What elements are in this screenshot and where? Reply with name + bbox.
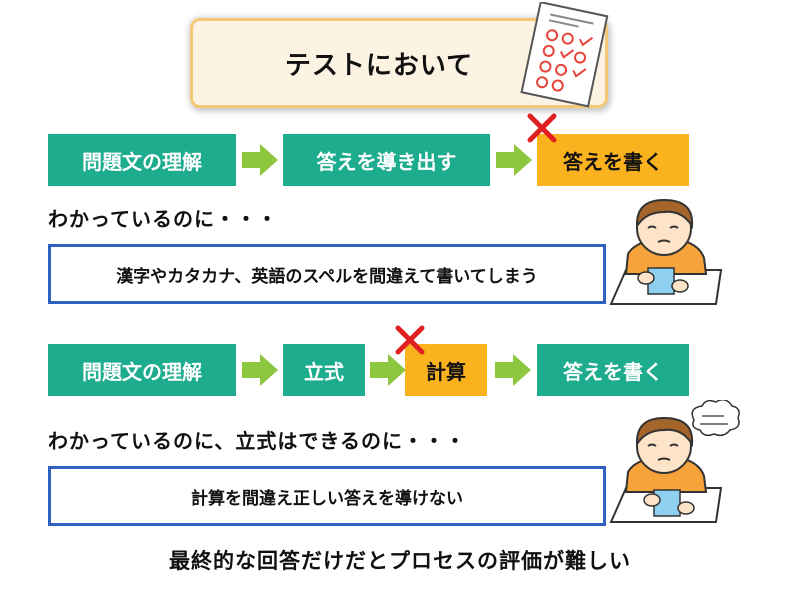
child-writing-icon xyxy=(609,198,723,305)
flow2-note: 計算を間違え正しい答えを導けない xyxy=(48,466,606,526)
flow2-step-calculation: 計算 xyxy=(405,344,487,396)
flow1-step-write: 答えを書く xyxy=(537,134,689,186)
arrow-right-icon xyxy=(242,354,278,386)
flow1-note: 漢字やカタカナ、英語のスペルを間違えて書いてしまう xyxy=(48,244,606,304)
flow1-step-understanding: 問題文の理解 xyxy=(48,134,236,186)
arrow-right-icon xyxy=(495,354,531,386)
cross-icon xyxy=(527,113,557,143)
flow1-step-derive: 答えを導き出す xyxy=(283,134,490,186)
flow2-step-understanding: 問題文の理解 xyxy=(48,344,236,396)
thought-bubble-icon xyxy=(691,400,740,437)
flow2-step-write: 答えを書く xyxy=(537,344,689,396)
test-paper-icon xyxy=(520,2,609,108)
cross-icon xyxy=(395,325,425,355)
arrow-right-icon xyxy=(242,144,278,176)
flow2-step-formula: 立式 xyxy=(283,344,365,396)
arrow-right-icon xyxy=(496,144,532,176)
page-title: テストにおいて xyxy=(284,50,474,81)
arrow-right-icon xyxy=(370,354,406,386)
flow1-heading: わかっているのに・・・ xyxy=(48,207,278,231)
summary-text: 最終的な回答だけだとプロセスの評価が難しい xyxy=(169,549,631,573)
child-writing-icon xyxy=(609,416,723,523)
flow2-heading: わかっているのに、立式はできるのに・・・ xyxy=(48,429,466,453)
